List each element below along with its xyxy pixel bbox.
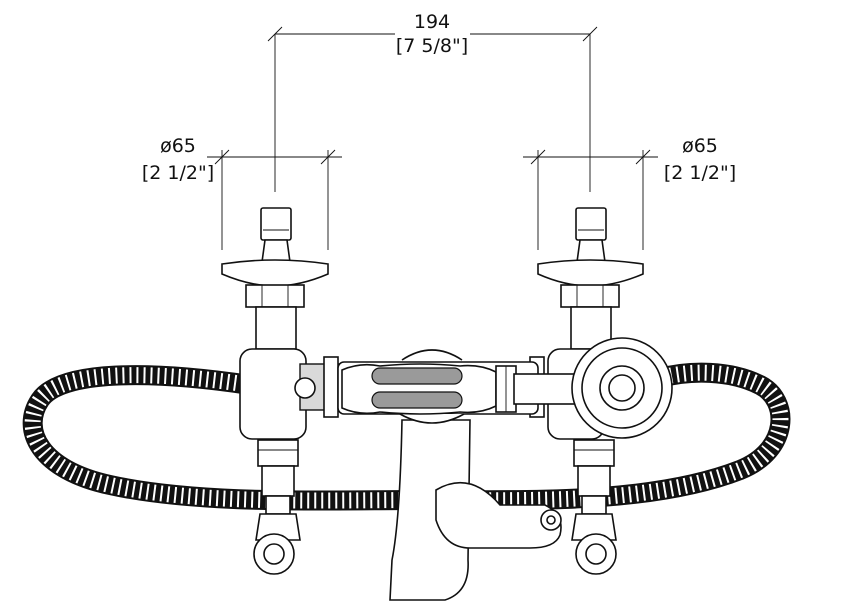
left-valve-assembly xyxy=(221,207,341,575)
hand-shower xyxy=(341,363,625,415)
shower-hose xyxy=(22,362,791,511)
dim-left-imperial: [2 1/2"] xyxy=(142,162,214,184)
shower-holder xyxy=(571,337,673,439)
dim-center-imperial: [7 5/8"] xyxy=(396,35,468,57)
spout-body xyxy=(389,419,562,601)
dimension-left-flange: ø65 [2 1/2"] xyxy=(142,135,342,250)
dimension-center-distance: 194 [7 5/8"] xyxy=(267,11,598,192)
dim-right-metric: ø65 xyxy=(682,135,718,157)
dim-center-metric: 194 xyxy=(414,11,450,33)
dimension-right-flange: ø65 [2 1/2"] xyxy=(523,135,736,250)
dim-left-metric: ø65 xyxy=(160,135,196,157)
dim-right-imperial: [2 1/2"] xyxy=(664,162,736,184)
